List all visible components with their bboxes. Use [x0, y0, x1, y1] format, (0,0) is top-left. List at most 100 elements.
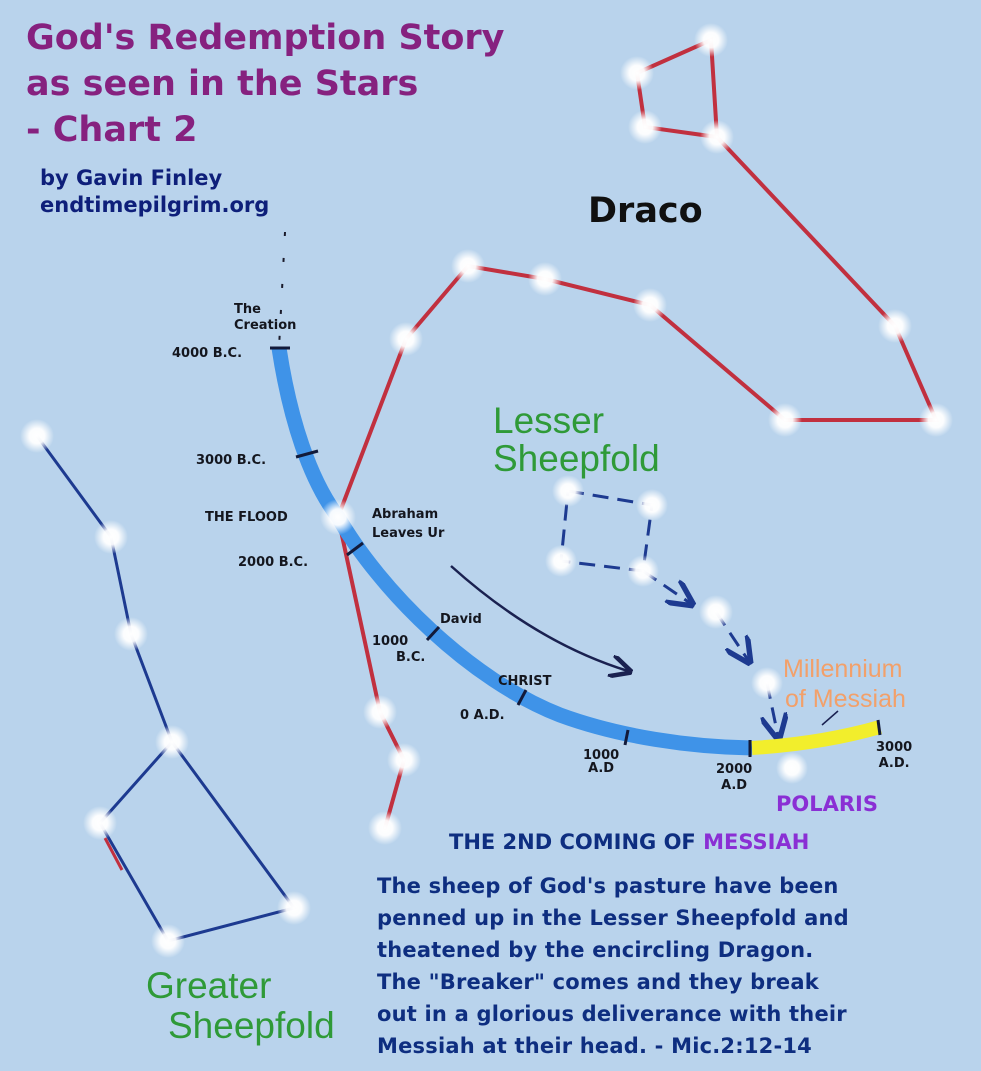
label-0-ad: 0 A.D. — [460, 708, 505, 723]
star-icon — [151, 924, 185, 958]
description-line-2: penned up in the Lesser Sheepfold and — [377, 906, 849, 930]
greater-label-line-1: Greater — [146, 965, 272, 1006]
description-line-5: out in a glorious deliverance with their — [377, 1002, 847, 1026]
star-icon — [389, 322, 423, 356]
label-3000-ad: 3000 A.D. — [876, 740, 912, 772]
draco-label: Draco — [588, 191, 703, 231]
star-icon — [114, 617, 148, 651]
greater-sheepfold-body — [98, 741, 297, 943]
david-label: David — [440, 612, 482, 627]
chart-title: God's Redemption Story as seen in the St… — [26, 15, 505, 153]
star-icon — [363, 695, 397, 729]
millennium-bar — [751, 720, 882, 755]
ad-1000-line-1: 1000 — [583, 748, 620, 763]
star-icon — [387, 743, 421, 777]
star-icon — [699, 595, 733, 629]
messiah-highlight: MESSIAH — [703, 830, 810, 854]
star-icon — [628, 110, 662, 144]
greater-sheepfold-red-segment — [103, 837, 124, 871]
ad-2000-line-1: 2000 — [716, 762, 753, 777]
christ-label: CHRIST — [498, 674, 552, 689]
website-link[interactable]: endtimepilgrim.org — [40, 193, 270, 217]
creation-line-1: The — [234, 302, 261, 317]
second-coming-heading: THE 2ND COMING OF MESSIAH — [449, 830, 809, 854]
description-line-6: Messiah at their head. - Mic.2:12-14 — [377, 1034, 812, 1058]
the-flood-label: THE FLOOD — [205, 510, 288, 525]
label-2000-ad: 2000 A.D — [716, 762, 752, 794]
label-4000-bc: 4000 B.C. — [172, 346, 243, 361]
byline: by Gavin Finley endtimepilgrim.org — [40, 165, 269, 219]
stars — [20, 23, 953, 958]
star-icon — [627, 555, 659, 587]
title-line-3: - Chart 2 — [26, 110, 198, 150]
bc-1000-line-2: B.C. — [396, 650, 426, 665]
millennium-line-1: Millennium — [783, 655, 903, 683]
description-line-1: The sheep of God's pasture have been — [377, 874, 839, 898]
draco-neck-line — [335, 135, 940, 830]
title-line-1: God's Redemption Story — [26, 18, 505, 58]
description-line-4: The "Breaker" comes and they break — [377, 970, 819, 994]
description-line-3: theatened by the encircling Dragon. — [377, 938, 814, 962]
tick-3000-ad — [876, 719, 882, 736]
star-icon — [451, 249, 485, 283]
tick-1000-bc — [425, 625, 441, 642]
the-creation-label: The Creation — [234, 302, 296, 334]
bc-1000-line-1: 1000 — [372, 634, 409, 649]
star-icon — [919, 403, 953, 437]
tick-3000-bc — [295, 449, 319, 459]
polaris-label: POLARIS — [776, 792, 878, 816]
star-icon — [94, 520, 128, 554]
timeline-ticks — [270, 346, 882, 757]
star-icon — [320, 499, 356, 535]
abraham-journey-arrow — [450, 565, 628, 671]
description-text: The sheep of God's pasture have been pen… — [377, 870, 849, 1062]
label-1000-bc: 1000 B.C. — [372, 634, 425, 666]
greater-label-line-2: Sheepfold — [168, 1005, 335, 1046]
label-1000-ad: 1000 A.D — [583, 748, 619, 777]
star-icon — [83, 806, 117, 840]
label-2000-bc: 2000 B.C. — [238, 555, 309, 570]
star-icon — [545, 545, 577, 577]
star-icon — [768, 403, 802, 437]
ad-3000-line-2: A.D. — [878, 756, 910, 771]
lesser-sheepfold-label: Lesser Sheepfold — [493, 402, 660, 478]
star-icon — [751, 667, 783, 699]
abraham-line-2: Leaves Ur — [372, 526, 445, 541]
abraham-line-1: Abraham — [372, 507, 439, 522]
star-icon — [552, 475, 584, 507]
lesser-label-line-1: Lesser — [493, 400, 605, 441]
millennium-pointer — [821, 710, 839, 726]
ad-2000-line-2: A.D — [721, 778, 748, 793]
millennium-label: Millennium of Messiah — [783, 654, 906, 714]
lesser-label-line-2: Sheepfold — [493, 438, 660, 479]
tick-2000-bc — [346, 541, 364, 557]
tick-0-ad — [516, 689, 528, 706]
star-icon — [620, 56, 654, 90]
creation-line-2: Creation — [234, 318, 297, 333]
ad-1000-line-2: A.D — [588, 761, 615, 776]
star-icon — [20, 419, 54, 453]
star-icon — [694, 23, 728, 57]
star-icon — [700, 120, 734, 154]
star-icon — [528, 262, 562, 296]
polaris-star-icon — [776, 752, 808, 784]
lesser-sheepfold-lines — [559, 489, 778, 736]
star-icon — [878, 309, 912, 343]
title-line-2: as seen in the Stars — [26, 64, 419, 104]
millennium-line-2: of Messiah — [785, 685, 906, 713]
tick-1000-ad — [623, 729, 630, 746]
star-icon — [633, 288, 667, 322]
abraham-label: Abraham Leaves Ur — [372, 507, 444, 542]
star-icon — [277, 891, 311, 925]
ad-3000-line-1: 3000 — [876, 740, 913, 755]
star-icon — [636, 489, 668, 521]
author-name: by Gavin Finley — [40, 166, 223, 190]
label-3000-bc: 3000 B.C. — [196, 453, 267, 468]
star-icon — [155, 725, 189, 759]
second-coming-prefix: THE 2ND COMING OF — [449, 830, 704, 854]
greater-sheepfold-handle — [35, 435, 174, 743]
star-icon — [368, 811, 402, 845]
greater-sheepfold-label: Greater Sheepfold — [146, 966, 335, 1046]
